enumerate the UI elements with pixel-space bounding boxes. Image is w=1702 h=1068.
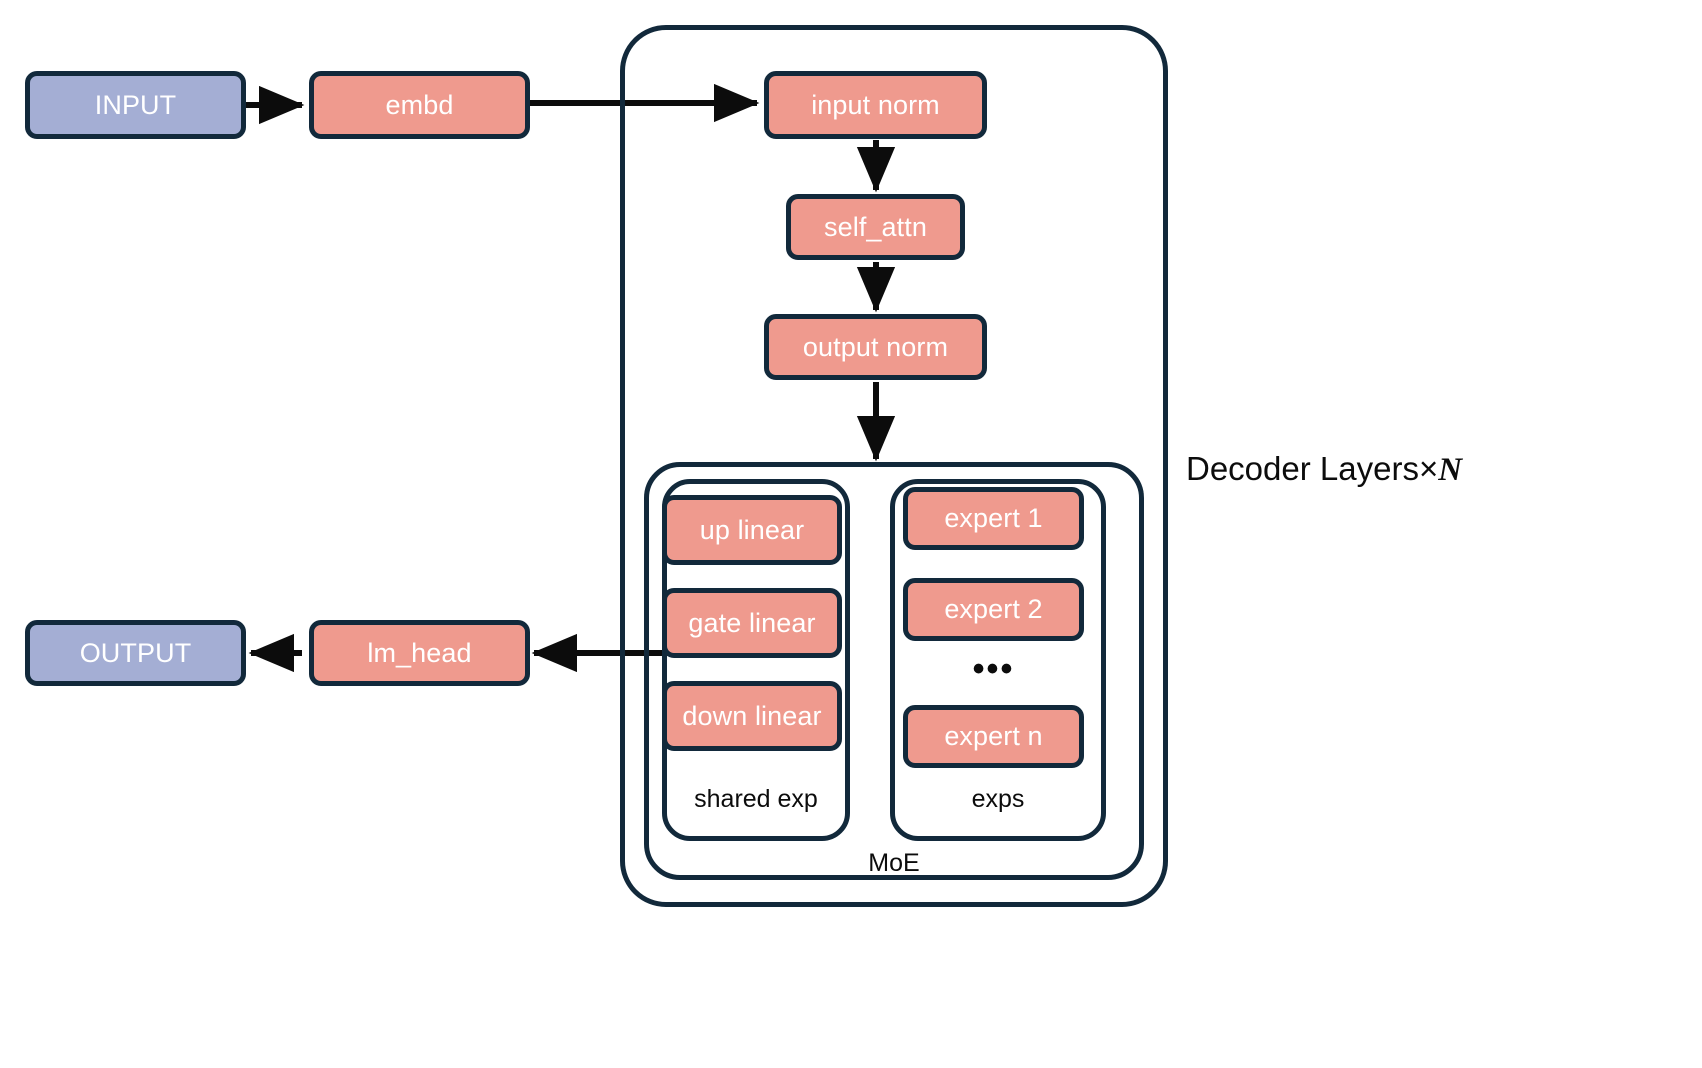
decoder-layers-container bbox=[620, 25, 1168, 907]
decoder-layers-count-symbol: N bbox=[1438, 452, 1463, 488]
node-output[interactable]: OUTPUT bbox=[25, 620, 246, 686]
node-down-linear-label: down linear bbox=[682, 700, 822, 731]
node-input-label: INPUT bbox=[94, 89, 177, 120]
node-expert-2[interactable]: expert 2 bbox=[903, 578, 1084, 641]
node-expert-1-label: expert 1 bbox=[944, 503, 1043, 533]
node-lm-head[interactable]: lm_head bbox=[309, 620, 530, 686]
node-gate-linear[interactable]: gate linear bbox=[662, 588, 842, 658]
node-down-linear[interactable]: down linear bbox=[662, 681, 842, 751]
moe-group-label: MoE bbox=[868, 849, 920, 877]
node-expert-2-label: expert 2 bbox=[944, 594, 1043, 624]
expert-ellipsis: ••• bbox=[972, 650, 1015, 688]
node-gate-linear-label: gate linear bbox=[688, 607, 816, 638]
node-up-linear-label: up linear bbox=[699, 514, 805, 545]
node-expert-n[interactable]: expert n bbox=[903, 705, 1084, 768]
node-input-norm[interactable]: input norm bbox=[764, 71, 987, 139]
node-embd[interactable]: embd bbox=[309, 71, 530, 139]
node-lm-head-label: lm_head bbox=[367, 637, 472, 668]
node-expert-1[interactable]: expert 1 bbox=[903, 487, 1084, 550]
node-output-norm-label: output norm bbox=[802, 331, 949, 362]
decoder-layers-text: Decoder Layers× bbox=[1186, 450, 1439, 487]
node-expert-n-label: expert n bbox=[944, 721, 1043, 751]
decoder-layers-label: Decoder Layers×N bbox=[1186, 450, 1462, 489]
node-self-attn[interactable]: self_attn bbox=[786, 194, 965, 260]
shared-exp-group-label: shared exp bbox=[694, 785, 818, 813]
node-output-label: OUTPUT bbox=[79, 637, 192, 668]
moe-container bbox=[644, 462, 1144, 880]
shared-exp-group bbox=[662, 479, 850, 841]
node-self-attn-label: self_attn bbox=[824, 211, 927, 242]
node-output-norm[interactable]: output norm bbox=[764, 314, 987, 380]
node-embd-label: embd bbox=[385, 89, 454, 120]
node-input-norm-label: input norm bbox=[811, 89, 940, 120]
node-input[interactable]: INPUT bbox=[25, 71, 246, 139]
exps-group bbox=[890, 479, 1106, 841]
node-up-linear[interactable]: up linear bbox=[662, 495, 842, 565]
exps-group-label: exps bbox=[971, 785, 1025, 813]
